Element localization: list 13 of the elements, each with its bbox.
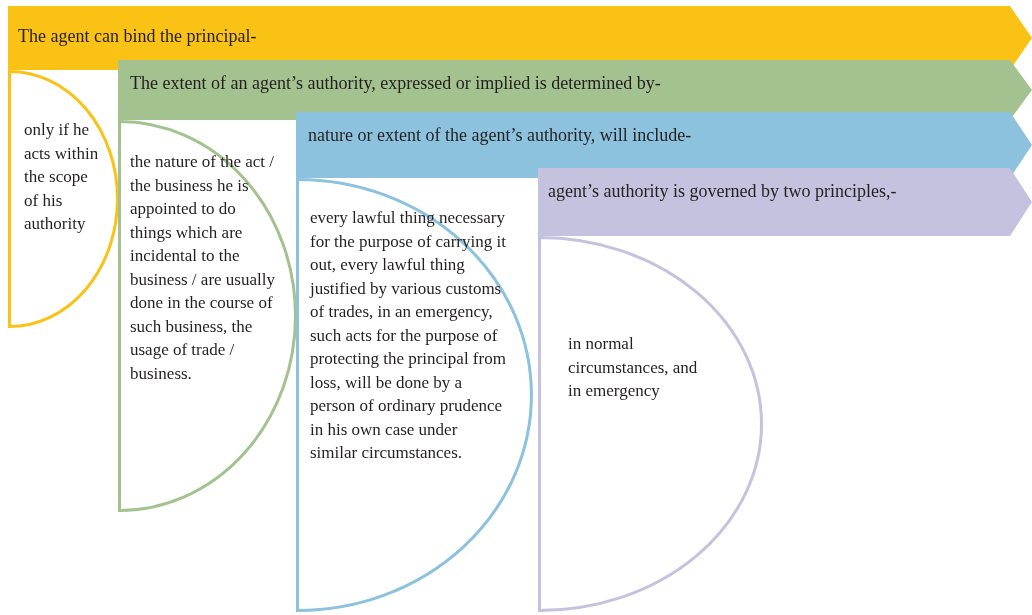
half-circle-panel — [538, 236, 762, 612]
banner-heading: nature or extent of the agent’s authority, will include- — [308, 125, 692, 146]
banner-heading: agent’s authority is governed by two principles,- — [548, 181, 897, 202]
body-text: the nature of the act / the business he is appointed to do things which are incidental to the business / are usually done in the course of such business, the usage of trade / business. — [130, 151, 276, 385]
body-text: in normal circumstances, and in emergency — [568, 333, 699, 402]
half-circle-panel — [8, 70, 118, 328]
body-text: every lawful thing necessary for the purpose of carrying it out, every lawful thing justified by various customs of trades, in an emergency, such acts for the purpose of protecting the principal from loss, will be done by a person of ordinary prudence in his own case under similar circumstances. — [310, 207, 506, 464]
arrow-banner — [296, 112, 1032, 178]
banner-heading: The extent of an agent’s authority, expressed or implied is determined by- — [130, 73, 661, 94]
banner-heading: The agent can bind the principal- — [18, 26, 257, 47]
arrow-banner — [538, 168, 1032, 236]
half-circle-panel — [296, 178, 532, 612]
body-text: only if he acts within the scope of his authority — [24, 119, 100, 235]
